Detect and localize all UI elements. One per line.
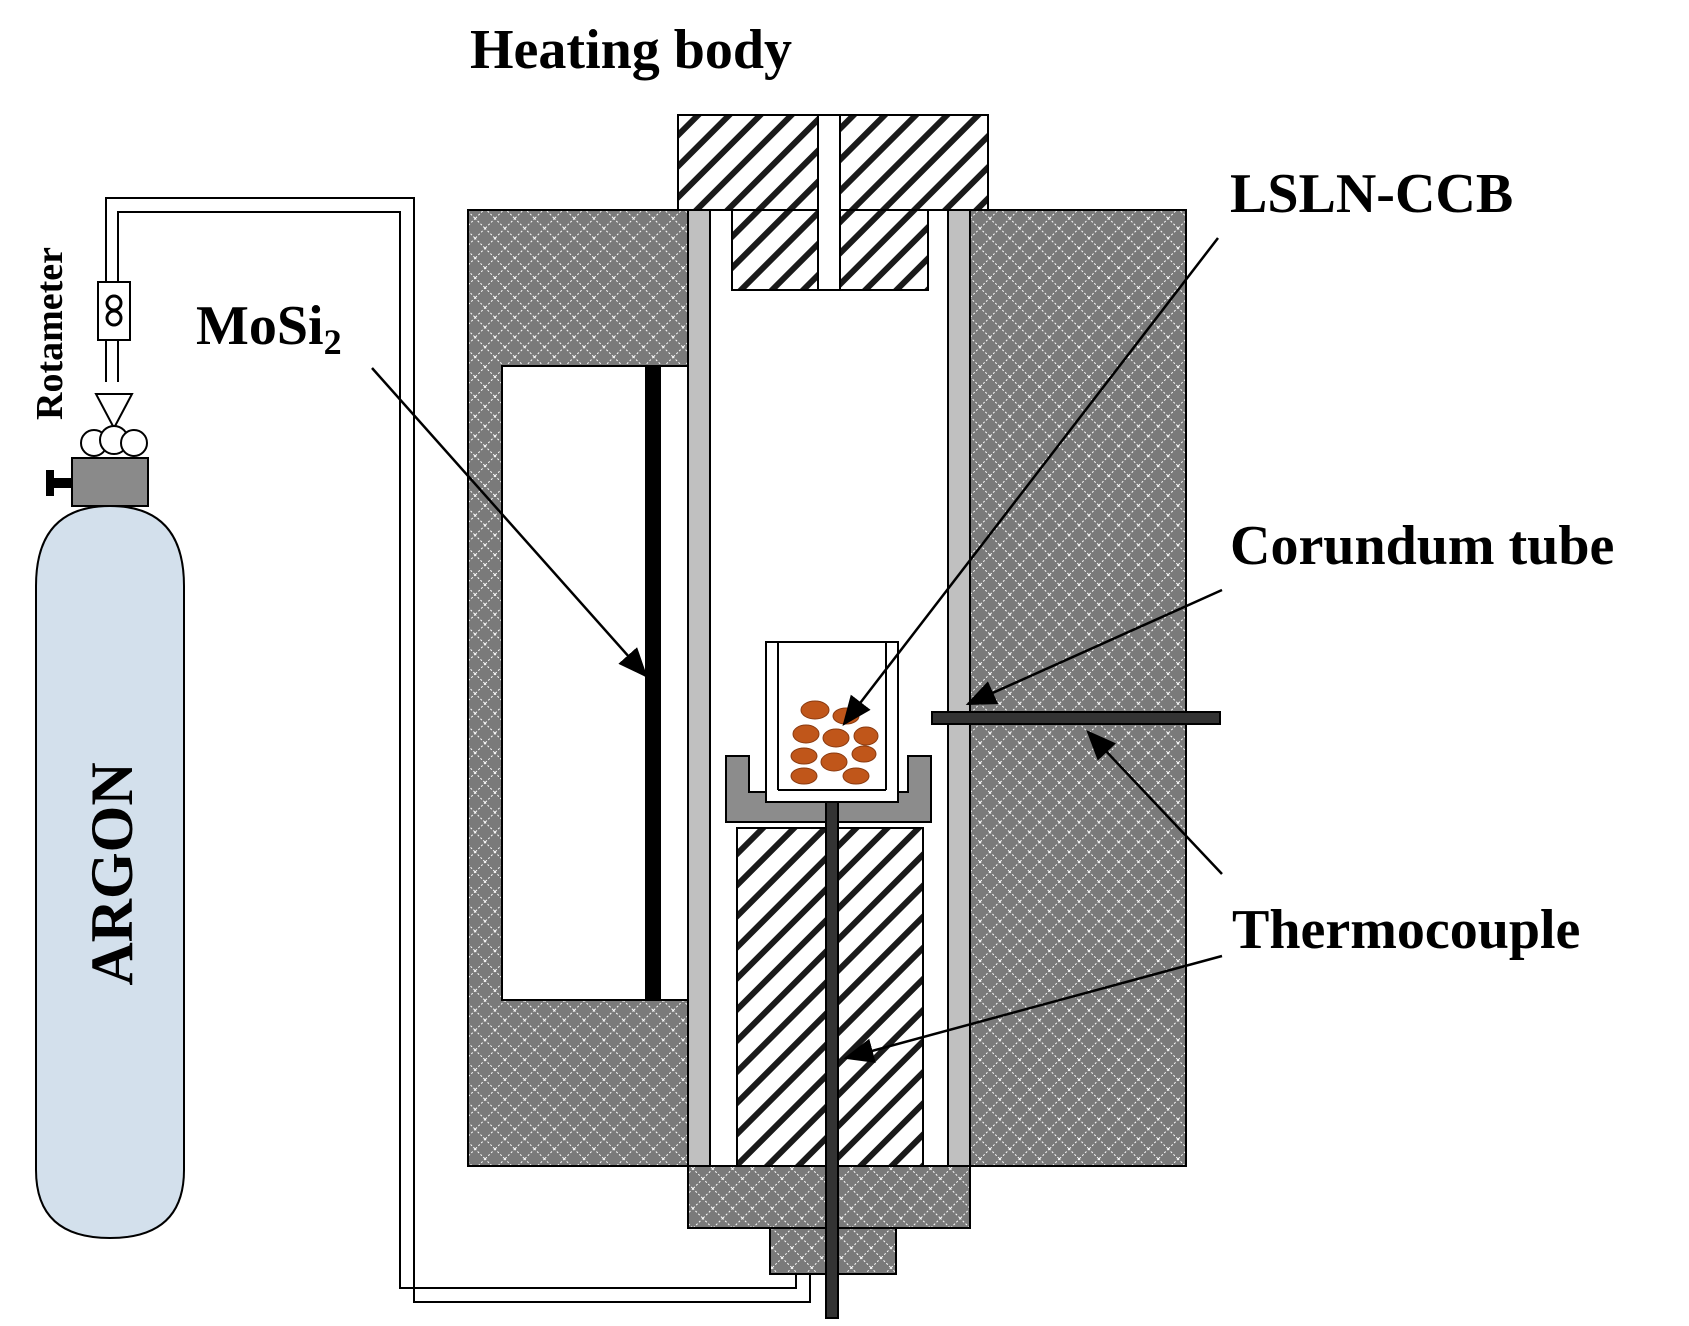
top-plug [677, 114, 989, 291]
mosi2-heating-element [645, 366, 661, 1000]
rotameter-label: Rotameter [29, 247, 71, 420]
mosi2-main-text: MoSi [196, 295, 324, 357]
heating-body-label: Heating body [470, 19, 792, 81]
lsln-ccb-label: LSLN-CCB [1230, 163, 1513, 225]
mosi2-label: MoSi2 [196, 295, 342, 362]
argon-gas-line [105, 197, 811, 1303]
lsln-ccb-pellets [790, 700, 879, 785]
vertical-thermocouple [825, 801, 839, 1319]
thermocouple-label: Thermocouple [1232, 899, 1580, 961]
argon-label: ARGON [79, 762, 145, 985]
crucible [765, 641, 899, 803]
corundum-tube-label: Corundum tube [1230, 515, 1614, 577]
leader-arrows [371, 237, 1223, 1063]
mosi2-subscript: 2 [324, 322, 342, 362]
crucible-holder [725, 755, 932, 823]
rotameter-icon [94, 281, 134, 431]
horizontal-thermocouple [931, 711, 1221, 725]
cylinder-valve-icon [46, 425, 149, 507]
argon-cylinder [35, 504, 185, 1240]
